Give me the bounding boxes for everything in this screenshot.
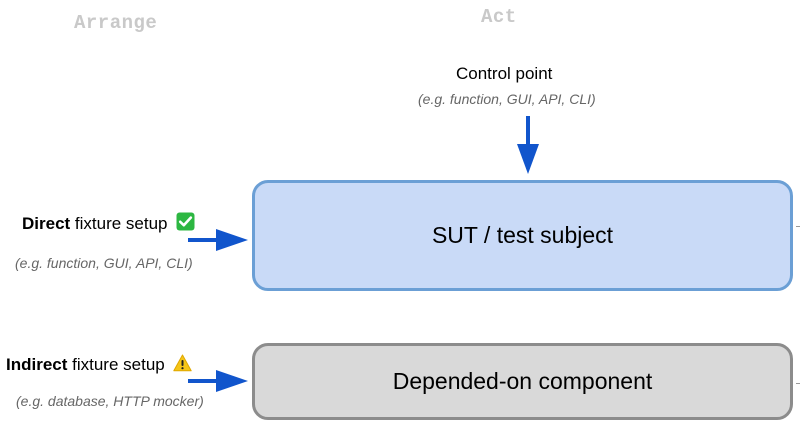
control-point-examples: (e.g. function, GUI, API, CLI) [418,91,596,107]
edge-tick-bottom [796,383,800,384]
warning-icon [173,354,193,377]
control-point-arrow [517,116,539,174]
edge-tick-top [796,226,800,227]
sut-box: SUT / test subject [252,180,793,291]
indirect-setup-rest: fixture setup [67,355,165,374]
indirect-setup-label: Indirect fixture setup [6,354,193,377]
direct-setup-arrow [188,229,248,251]
phase-act-heading: Act [481,6,517,28]
check-mark-icon [176,212,195,236]
direct-setup-label: Direct fixture setup [22,212,195,236]
sut-box-label: SUT / test subject [431,222,614,248]
doc-box-label: Depended-on component [392,368,653,394]
phase-arrange-heading: Arrange [74,12,158,34]
control-point-label: Control point [456,64,553,83]
indirect-setup-arrow [188,370,248,392]
direct-setup-rest: fixture setup [70,214,168,233]
direct-setup-bold: Direct [22,214,71,233]
indirect-setup-examples: (e.g. database, HTTP mocker) [16,393,204,409]
indirect-setup-bold: Indirect [6,355,68,374]
depended-on-component-box: Depended-on component [252,343,793,420]
direct-setup-examples: (e.g. function, GUI, API, CLI) [15,255,193,271]
